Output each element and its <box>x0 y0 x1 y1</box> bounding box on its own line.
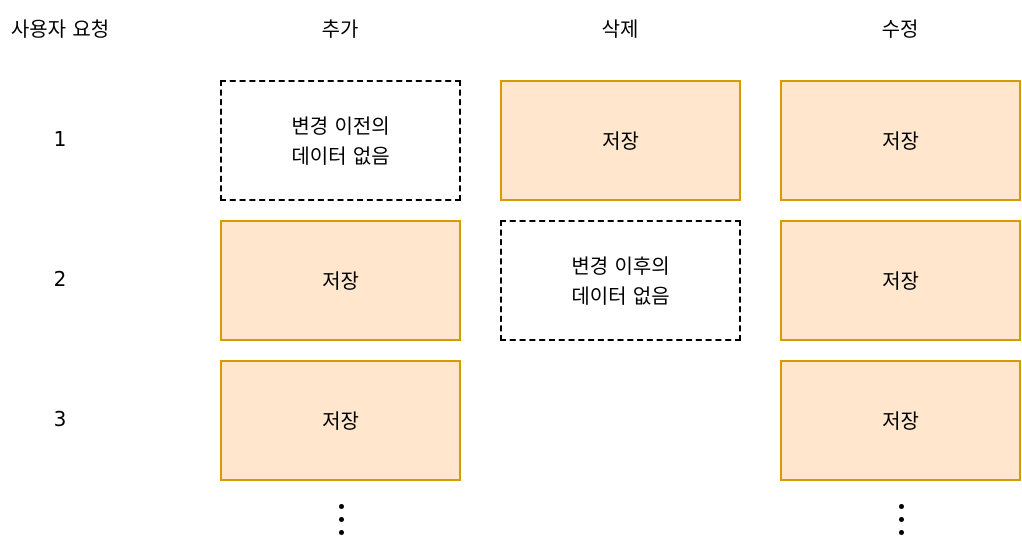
row-label-1: 1 <box>53 127 67 151</box>
header-update: 수정 <box>881 17 919 41</box>
header-delete: 삭제 <box>601 17 639 41</box>
box-text: 저장 <box>602 128 639 153</box>
row-label-3: 3 <box>53 407 67 431</box>
update-row2-saved: 저장 <box>780 220 1021 341</box>
update-row3-saved: 저장 <box>780 360 1021 481</box>
ellipsis-dot <box>338 530 344 535</box>
add-row3-saved: 저장 <box>220 360 461 481</box>
header-user-request: 사용자 요청 <box>10 17 110 41</box>
ellipsis-dot <box>338 517 344 522</box>
box-text: 저장 <box>322 408 359 433</box>
ellipsis-dot <box>338 504 344 509</box>
row-label-2: 2 <box>53 267 67 291</box>
box-text: 저장 <box>882 268 919 293</box>
add-row2-saved: 저장 <box>220 220 461 341</box>
box-text: 변경 이후의 데이터 없음 <box>571 253 670 308</box>
delete-row1-saved: 저장 <box>500 80 741 201</box>
ellipsis-dot <box>898 530 904 535</box>
delete-row2-no-after-data: 변경 이후의 데이터 없음 <box>500 220 741 341</box>
update-column-ellipsis <box>898 504 904 543</box>
ellipsis-dot <box>898 517 904 522</box>
header-add: 추가 <box>321 17 359 41</box>
ellipsis-dot <box>898 504 904 509</box>
box-text: 변경 이전의 데이터 없음 <box>291 113 390 168</box>
box-text: 저장 <box>882 128 919 153</box>
box-text: 저장 <box>322 268 359 293</box>
add-column-ellipsis <box>338 504 344 543</box>
add-row1-no-previous-data: 변경 이전의 데이터 없음 <box>220 80 461 201</box>
box-text: 저장 <box>882 408 919 433</box>
update-row1-saved: 저장 <box>780 80 1021 201</box>
